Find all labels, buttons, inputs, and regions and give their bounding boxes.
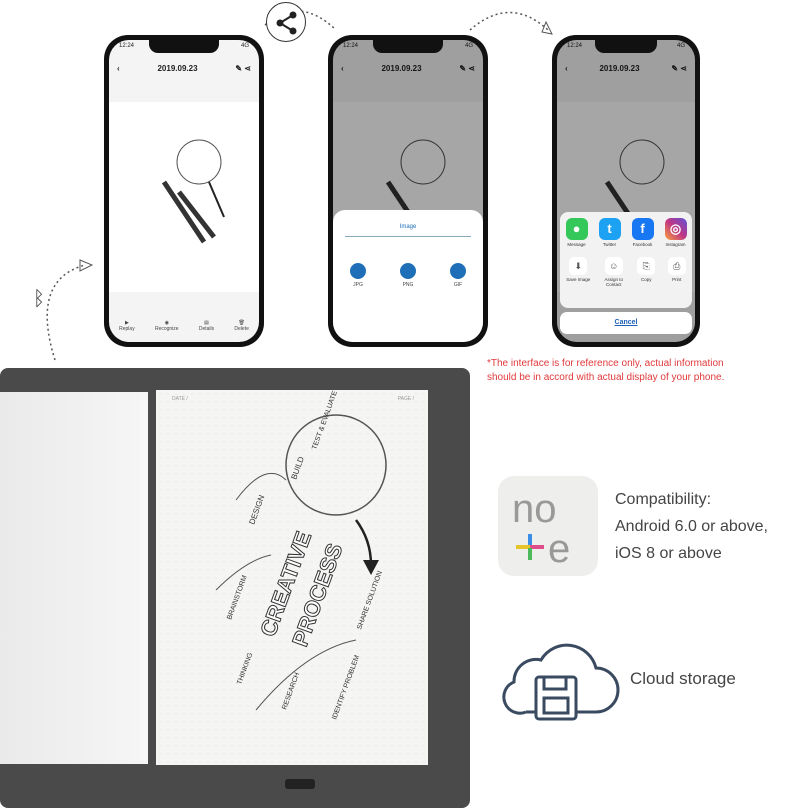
- assign-contact-action[interactable]: ☺Assign to Contact: [603, 257, 625, 287]
- compatibility-text: Compatibility:Android 6.0 or above,iOS 8…: [615, 491, 768, 562]
- edit-share-icons[interactable]: ✎ ⋖: [235, 63, 251, 73]
- save-image-action[interactable]: ⬇Save Image: [566, 257, 590, 287]
- notebook-connector: [285, 779, 315, 789]
- svg-text:e: e: [548, 527, 570, 571]
- replay-button[interactable]: ▶Replay: [119, 320, 135, 332]
- svg-text:RESEARCH: RESEARCH: [281, 672, 301, 711]
- status-time: 12:24: [119, 43, 135, 49]
- svg-text:no: no: [512, 487, 557, 531]
- status-signal: 4G: [240, 43, 249, 49]
- connector-arrows: ᛒ: [33, 10, 553, 361]
- right-page: DATE / PAGE / CREATIVE PROCESS DESIGN BU…: [156, 390, 428, 765]
- note-date: 2019.09.23: [157, 63, 198, 73]
- svg-text:TEST & EVALUATE: TEST & EVALUATE: [311, 390, 339, 451]
- left-page: [0, 392, 148, 764]
- phone-preview: 12:24 4G ‹ 2019.09.23 ✎ ⋖ ▶Replay ◉Recogniz…: [104, 35, 264, 347]
- cancel-button[interactable]: Cancel: [560, 312, 692, 334]
- format-png[interactable]: PNG: [400, 263, 416, 288]
- cloud-storage-label: Cloud storage: [630, 669, 736, 688]
- print-action[interactable]: ⎙Print: [667, 257, 686, 287]
- delete-button[interactable]: 🗑Delete: [234, 320, 249, 332]
- recognize-button[interactable]: ◉Recognize: [154, 320, 179, 332]
- note-preview: [109, 102, 259, 292]
- export-sheet: Image JPG PNG GIF: [333, 210, 483, 342]
- svg-text:THINKING: THINKING: [236, 652, 254, 686]
- svg-text:DESIGN: DESIGN: [247, 494, 266, 526]
- disclaimer: *The interface is for reference only, ac…: [487, 358, 725, 383]
- share-message[interactable]: ●Message: [565, 218, 588, 247]
- share-instagram[interactable]: ◎Instagram: [664, 218, 687, 247]
- svg-text:BRAINSTORM: BRAINSTORM: [226, 574, 249, 620]
- bluetooth-icon: ᛒ: [33, 288, 45, 310]
- creative-process-sketch: CREATIVE PROCESS DESIGN BUILD TEST & EVA…: [215, 390, 387, 721]
- svg-text:BUILD: BUILD: [289, 455, 306, 480]
- svg-text:IDENTIFY PROBLEM: IDENTIFY PROBLEM: [331, 654, 361, 720]
- format-gif[interactable]: GIF: [450, 263, 466, 288]
- copy-action[interactable]: ⎘Copy: [637, 257, 656, 287]
- svg-text:SHARE SOLUTION: SHARE SOLUTION: [356, 570, 384, 631]
- details-button[interactable]: ▤Details: [198, 320, 215, 332]
- cloud-storage-icon: [502, 643, 620, 721]
- back-icon[interactable]: ‹: [117, 63, 120, 73]
- export-title: Image: [345, 224, 471, 237]
- format-jpg[interactable]: JPG: [350, 263, 366, 288]
- share-icon: [266, 2, 306, 42]
